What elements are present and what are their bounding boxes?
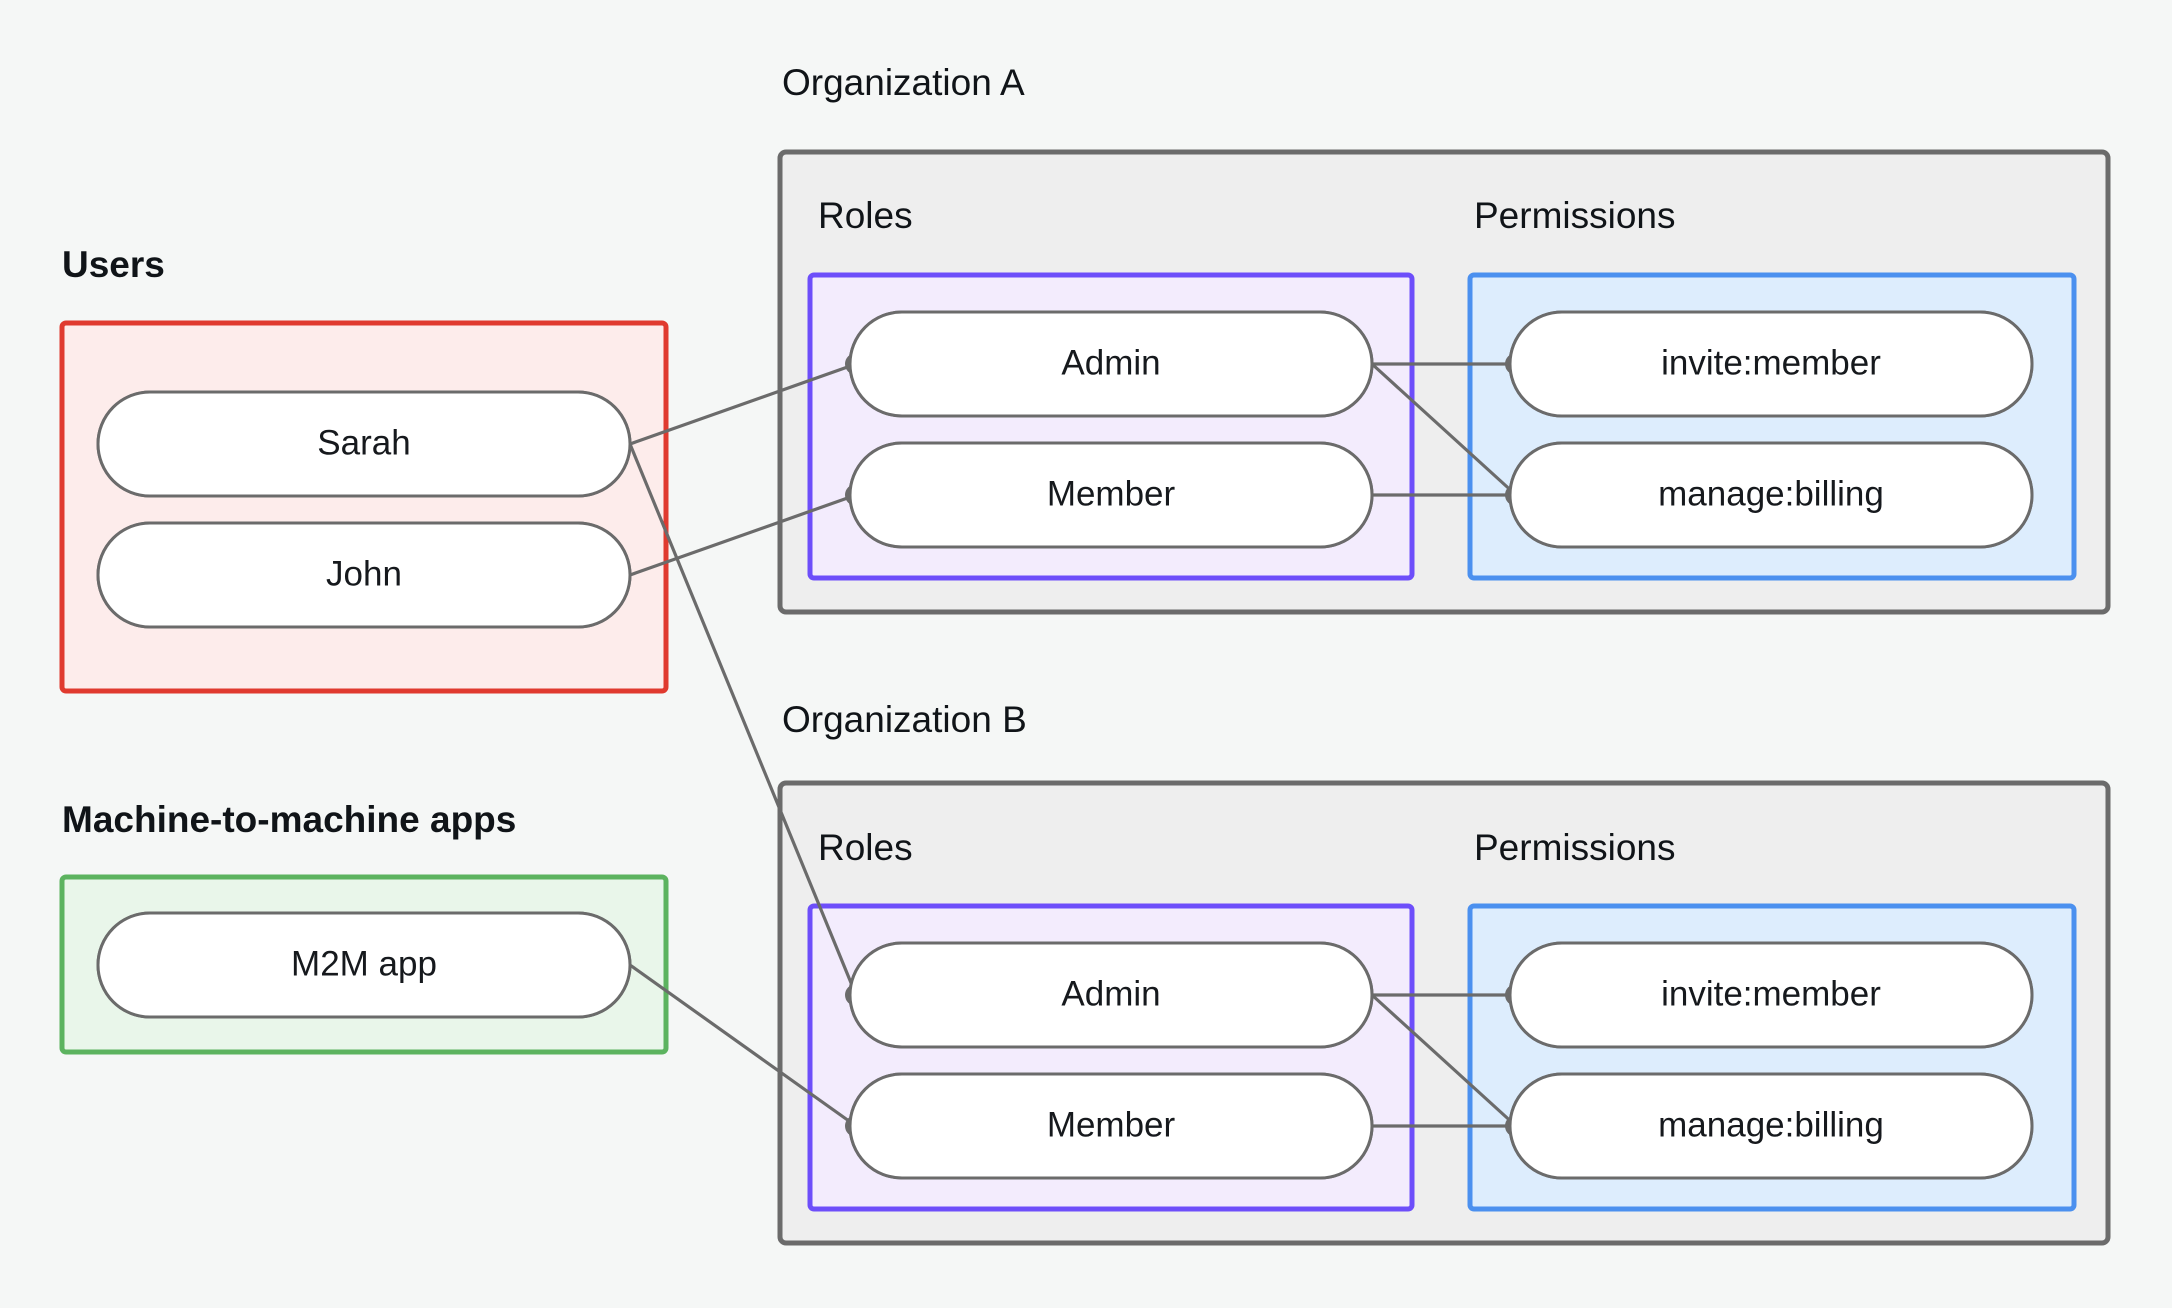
node-org-a-member-overlay-label: Member (1047, 474, 1176, 513)
node-org-a-admin-overlay[interactable] (848, 310, 1374, 418)
node-org-a-invite-overlay-label: invite:member (1661, 343, 1881, 382)
users-group-label: Users (62, 244, 165, 285)
node-m2m-app-overlay-label: M2M app (291, 944, 437, 983)
org-a-label: Organization A (782, 62, 1025, 103)
node-org-a-member-overlay[interactable] (848, 441, 1374, 549)
edge-m2m-app-to-org-b-member (629, 963, 857, 1128)
node-org-a-admin-overlay-label: Admin (1061, 343, 1160, 382)
node-org-b-invite-overlay[interactable] (1508, 941, 2034, 1049)
node-org-b-admin-overlay[interactable] (848, 941, 1374, 1049)
users-group-box (59, 320, 669, 694)
node-org-b-billing-overlay-label: manage:billing (1658, 1105, 1884, 1144)
edge-layer (628, 362, 1518, 1128)
node-org-a-billing-overlay-label: manage:billing (1658, 474, 1884, 513)
org-a-permissions-label: Permissions (1474, 195, 1676, 236)
node-org-a-invite-overlay[interactable] (1508, 310, 2034, 418)
edge-sarah-to-org-b-admin (628, 443, 858, 996)
org-b-permissions-label: Permissions (1474, 827, 1676, 868)
node-m2m-app-overlay[interactable] (96, 911, 632, 1019)
node-sarah-overlay[interactable] (96, 390, 632, 498)
edge-org-b-admin-to-billing (1370, 993, 1518, 1128)
node-org-b-member-overlay-label: Member (1047, 1105, 1176, 1144)
org-b-roles-label: Roles (818, 827, 913, 868)
node-org-a-billing-overlay[interactable] (1508, 441, 2034, 549)
org-b-label: Organization B (782, 699, 1027, 740)
edge-org-a-admin-to-billing (1370, 362, 1518, 497)
node-john-overlay[interactable] (96, 521, 632, 629)
node-org-b-billing-overlay[interactable] (1508, 1072, 2034, 1180)
node-org-b-admin-overlay-label: Admin (1061, 974, 1160, 1013)
org-a-roles-label: Roles (818, 195, 913, 236)
m2m-group-label: Machine-to-machine apps (62, 799, 516, 840)
node-org-b-invite-overlay-label: invite:member (1661, 974, 1881, 1013)
node-john-overlay-label: John (326, 554, 402, 593)
node-org-b-member-overlay[interactable] (848, 1072, 1374, 1180)
node-sarah-overlay-label: Sarah (317, 423, 410, 462)
edge-sarah-to-org-a-admin (629, 362, 857, 446)
node-top-layer: Sarah John M2M app Admin Member invite:m… (96, 310, 2034, 1180)
edge-john-to-org-a-member (629, 493, 857, 577)
